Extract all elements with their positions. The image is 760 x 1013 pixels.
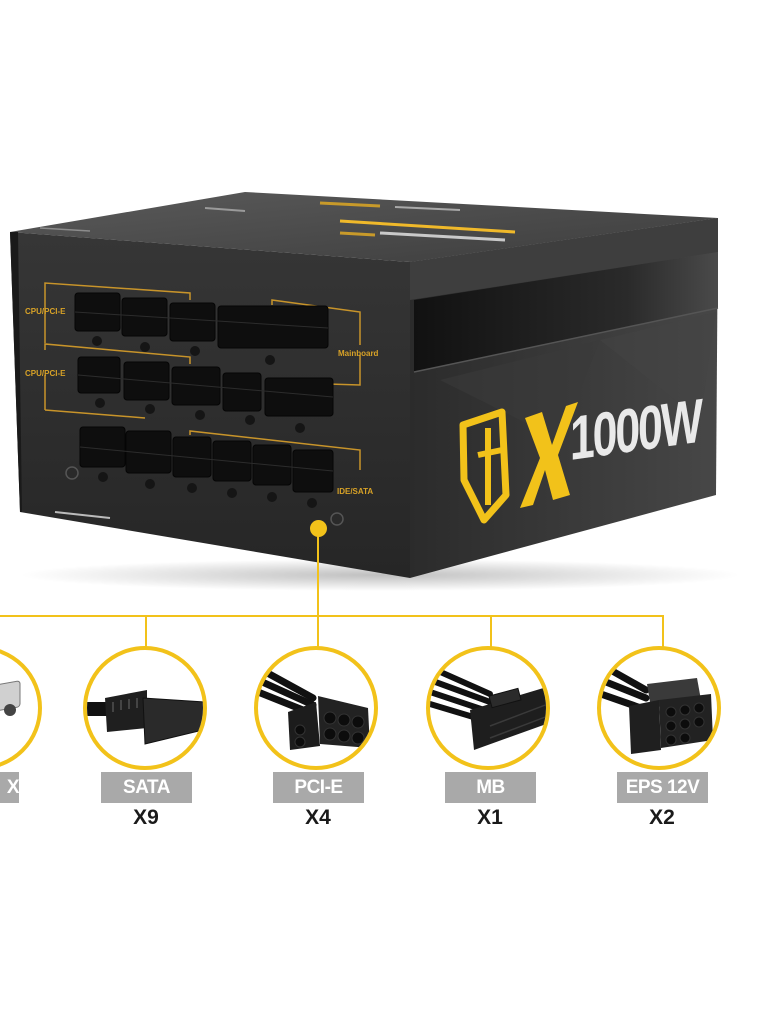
connector-label-eps12v: EPS 12V xyxy=(617,772,708,803)
motherboard-connector-icon xyxy=(430,667,546,750)
psu-port-label-mainboard: Mainboard xyxy=(338,349,379,358)
connector-count-pcie: X4 xyxy=(305,806,331,829)
callout-branch-mb xyxy=(490,615,492,648)
eps12v-connector-icon xyxy=(601,664,713,754)
connector-label-sata: SATA xyxy=(101,772,192,803)
callout-branch-sata xyxy=(145,615,147,648)
brand-shield-logo xyxy=(459,402,578,524)
connector-count-mb: X1 xyxy=(477,806,503,829)
psu-unit: CPU/PCI-E CPU/PCI-E Mainboard IDE/SATA 1… xyxy=(10,192,740,591)
psu-port-label-cpu-pcie-2: CPU/PCI-E xyxy=(25,369,66,378)
connector-label-molex: X xyxy=(0,772,20,803)
sata-connector-icon xyxy=(87,690,203,745)
molex-connector-icon xyxy=(0,680,21,716)
connector-count-eps12v: X2 xyxy=(649,806,675,829)
callout-branch-eps xyxy=(662,615,664,648)
connector-circle-eps12v xyxy=(597,646,721,770)
connector-count-sata: X9 xyxy=(133,806,159,829)
pcie-connector-icon xyxy=(258,666,370,750)
psu-port-label-ide-sata: IDE/SATA xyxy=(337,487,374,496)
psu-illustration xyxy=(10,192,740,591)
connector-circle-molex xyxy=(0,646,42,770)
callout-dot xyxy=(310,520,327,537)
callout-horizontal-line xyxy=(0,615,664,617)
connector-circle-pcie xyxy=(254,646,378,770)
connector-label-pcie: PCI-E xyxy=(273,772,364,803)
psu-port-label-cpu-pcie-1: CPU/PCI-E xyxy=(25,307,66,316)
callout-vertical-line xyxy=(317,530,319,647)
connector-label-mb: MB xyxy=(445,772,536,803)
connector-circle-mb xyxy=(426,646,550,770)
connector-circle-sata xyxy=(83,646,207,770)
